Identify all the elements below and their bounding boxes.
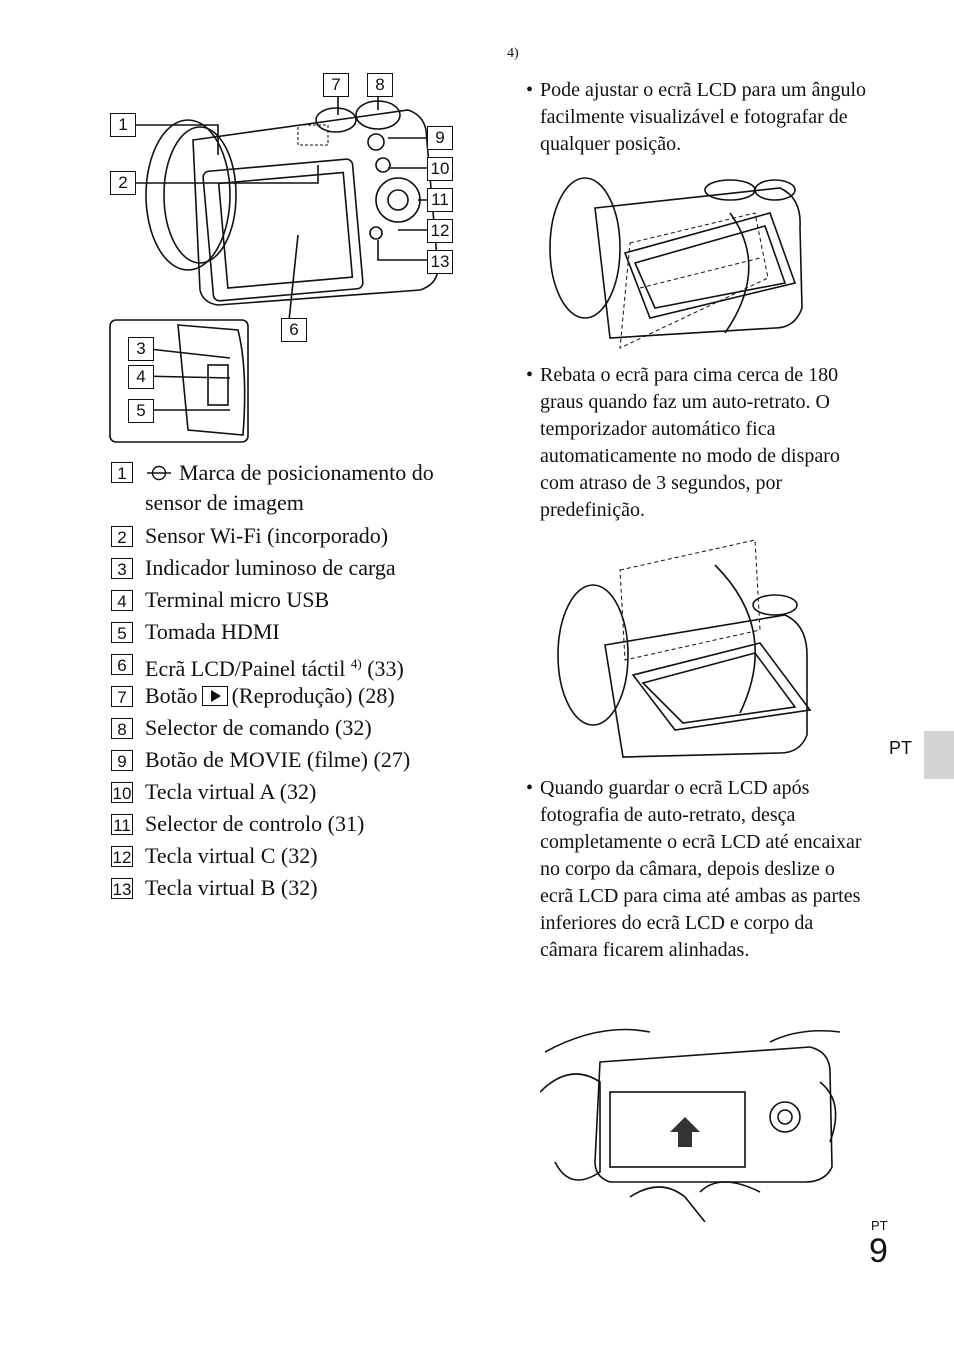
figure-label-1: 1	[110, 113, 136, 137]
list-item: 8 Selector de comando (32)	[111, 712, 491, 744]
page-number: 9	[869, 1232, 888, 1270]
figure-label-6: 6	[281, 318, 307, 342]
item-number: 7	[111, 686, 133, 707]
list-item: 3 Indicador luminoso de carga	[111, 552, 491, 584]
bullet-paragraph: • Rebata o ecrã para cima cerca de 180 g…	[526, 362, 866, 524]
bullet-text: Rebata o ecrã para cima cerca de 180 gra…	[540, 364, 840, 521]
list-item: 12 Tecla virtual C (32)	[111, 840, 491, 872]
figure-label-2: 2	[110, 171, 136, 195]
item-text: Botão	[145, 683, 198, 708]
figure-label-11: 11	[427, 188, 453, 212]
item-text: Botão de MOVIE (filme) (27)	[145, 747, 411, 772]
item-page-ref: (Reprodução) (28)	[231, 683, 395, 708]
item-text: Tecla virtual A (32)	[145, 779, 317, 804]
list-item: 5 Tomada HDMI	[111, 616, 491, 648]
item-text: Ecrã LCD/Painel táctil	[145, 656, 346, 681]
list-item: 4 Terminal micro USB	[111, 584, 491, 616]
list-item: 13 Tecla virtual B (32)	[111, 872, 491, 904]
figure-label-8: 8	[367, 73, 393, 97]
bullet-paragraph: • Pode ajustar o ecrã LCD para um ângulo…	[526, 77, 866, 158]
list-item: 1 Marca de posicionamento do sensor de i…	[111, 456, 491, 520]
figure-label-5: 5	[128, 399, 154, 423]
sensor-position-mark-icon	[147, 465, 171, 481]
footnote-mark: 4)	[507, 46, 519, 61]
lcd-slide-up-illustration	[540, 1028, 840, 1222]
item-number: 6	[111, 654, 133, 675]
figure-label-13: 13	[427, 250, 453, 274]
item-number: 1	[111, 462, 133, 483]
selfie-flip-illustration	[557, 539, 812, 758]
item-text: Indicador luminoso de carga	[145, 555, 396, 580]
item-text: Tecla virtual B (32)	[145, 875, 318, 900]
item-page-ref: (33)	[367, 656, 404, 681]
item-text: Sensor Wi-Fi (incorporado)	[145, 523, 389, 548]
figure-label-7: 7	[323, 73, 349, 97]
list-item: 10 Tecla virtual A (32)	[111, 776, 491, 808]
figure-label-4: 4	[128, 365, 154, 389]
item-number: 11	[111, 814, 133, 835]
list-item: 2 Sensor Wi-Fi (incorporado)	[111, 520, 491, 552]
bullet-paragraph: • Quando guardar o ecrã LCD após fotogra…	[526, 775, 866, 964]
footnote-ref: 4)	[350, 656, 362, 671]
list-item: 11 Selector de controlo (31)	[111, 808, 491, 840]
bullet-text: Quando guardar o ecrã LCD após fotografi…	[540, 777, 862, 961]
item-text: Marca de posicionamento do sensor de ima…	[145, 460, 434, 515]
item-number: 12	[111, 846, 133, 867]
side-tab-label: PT	[889, 738, 913, 758]
page-lang-label: PT	[871, 1218, 888, 1233]
item-number: 8	[111, 718, 133, 739]
lcd-tilt-illustration	[549, 177, 803, 349]
item-number: 10	[111, 782, 133, 803]
side-tab-marker	[924, 731, 954, 779]
item-number: 4	[111, 590, 133, 611]
list-item: 9 Botão de MOVIE (filme) (27)	[111, 744, 491, 776]
item-number: 2	[111, 526, 133, 547]
figure-label-9: 9	[427, 126, 453, 150]
camera-rear-diagram	[109, 95, 439, 443]
item-number: 9	[111, 750, 133, 771]
playback-icon	[201, 686, 228, 706]
item-text: Selector de controlo (31)	[145, 811, 365, 836]
list-item: 7 Botão (Reprodução) (28)	[111, 680, 491, 712]
figure-label-10: 10	[427, 157, 453, 181]
bullet-text: Pode ajustar o ecrã LCD para um ângulo f…	[540, 79, 867, 155]
figure-label-12: 12	[427, 219, 453, 243]
list-item: 6 Ecrã LCD/Painel táctil 4) (33)	[111, 648, 491, 681]
item-text: Selector de comando (32)	[145, 715, 372, 740]
item-number: 5	[111, 622, 133, 643]
item-text: Tecla virtual C (32)	[145, 843, 318, 868]
parts-list: 1 Marca de posicionamento do sensor de i…	[111, 456, 491, 904]
item-text: Tomada HDMI	[145, 619, 280, 644]
item-number: 13	[111, 878, 133, 899]
item-text: Terminal micro USB	[145, 587, 330, 612]
item-number: 3	[111, 558, 133, 579]
figure-label-3: 3	[128, 337, 154, 361]
